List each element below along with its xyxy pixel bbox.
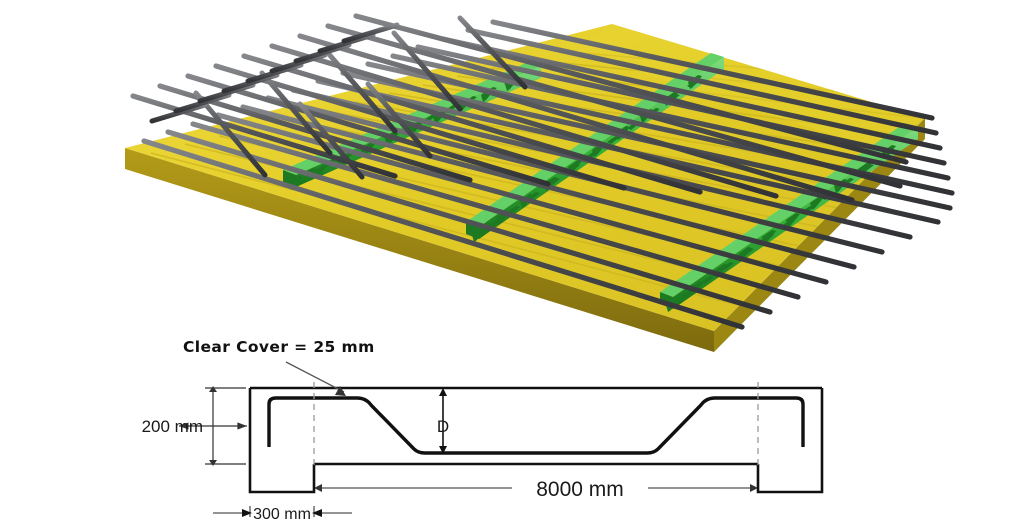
- clear-cover-label: Clear Cover = 25 mm: [183, 338, 375, 356]
- support-width-label: 300 mm: [253, 506, 311, 523]
- dimension-effective-depth: [439, 388, 447, 454]
- dimension-slab-depth: [179, 386, 247, 466]
- rebar-transverse-bars: [130, 13, 909, 203]
- dimension-clear-span: [314, 484, 758, 492]
- dimension-support-width: [213, 506, 352, 517]
- rebar-protruding-ends: [149, 22, 400, 124]
- effective-depth-label: D: [437, 417, 449, 436]
- clear-cover-leader: [285, 361, 346, 396]
- slab-outline: [248, 386, 824, 494]
- rebar-bent-up-bars: [193, 15, 528, 180]
- reference-center-lines: [313, 382, 759, 470]
- rebar-profile: [267, 396, 805, 455]
- clear-span-label: 8000 mm: [536, 478, 624, 501]
- slab-depth-label: 200 mm: [142, 417, 203, 436]
